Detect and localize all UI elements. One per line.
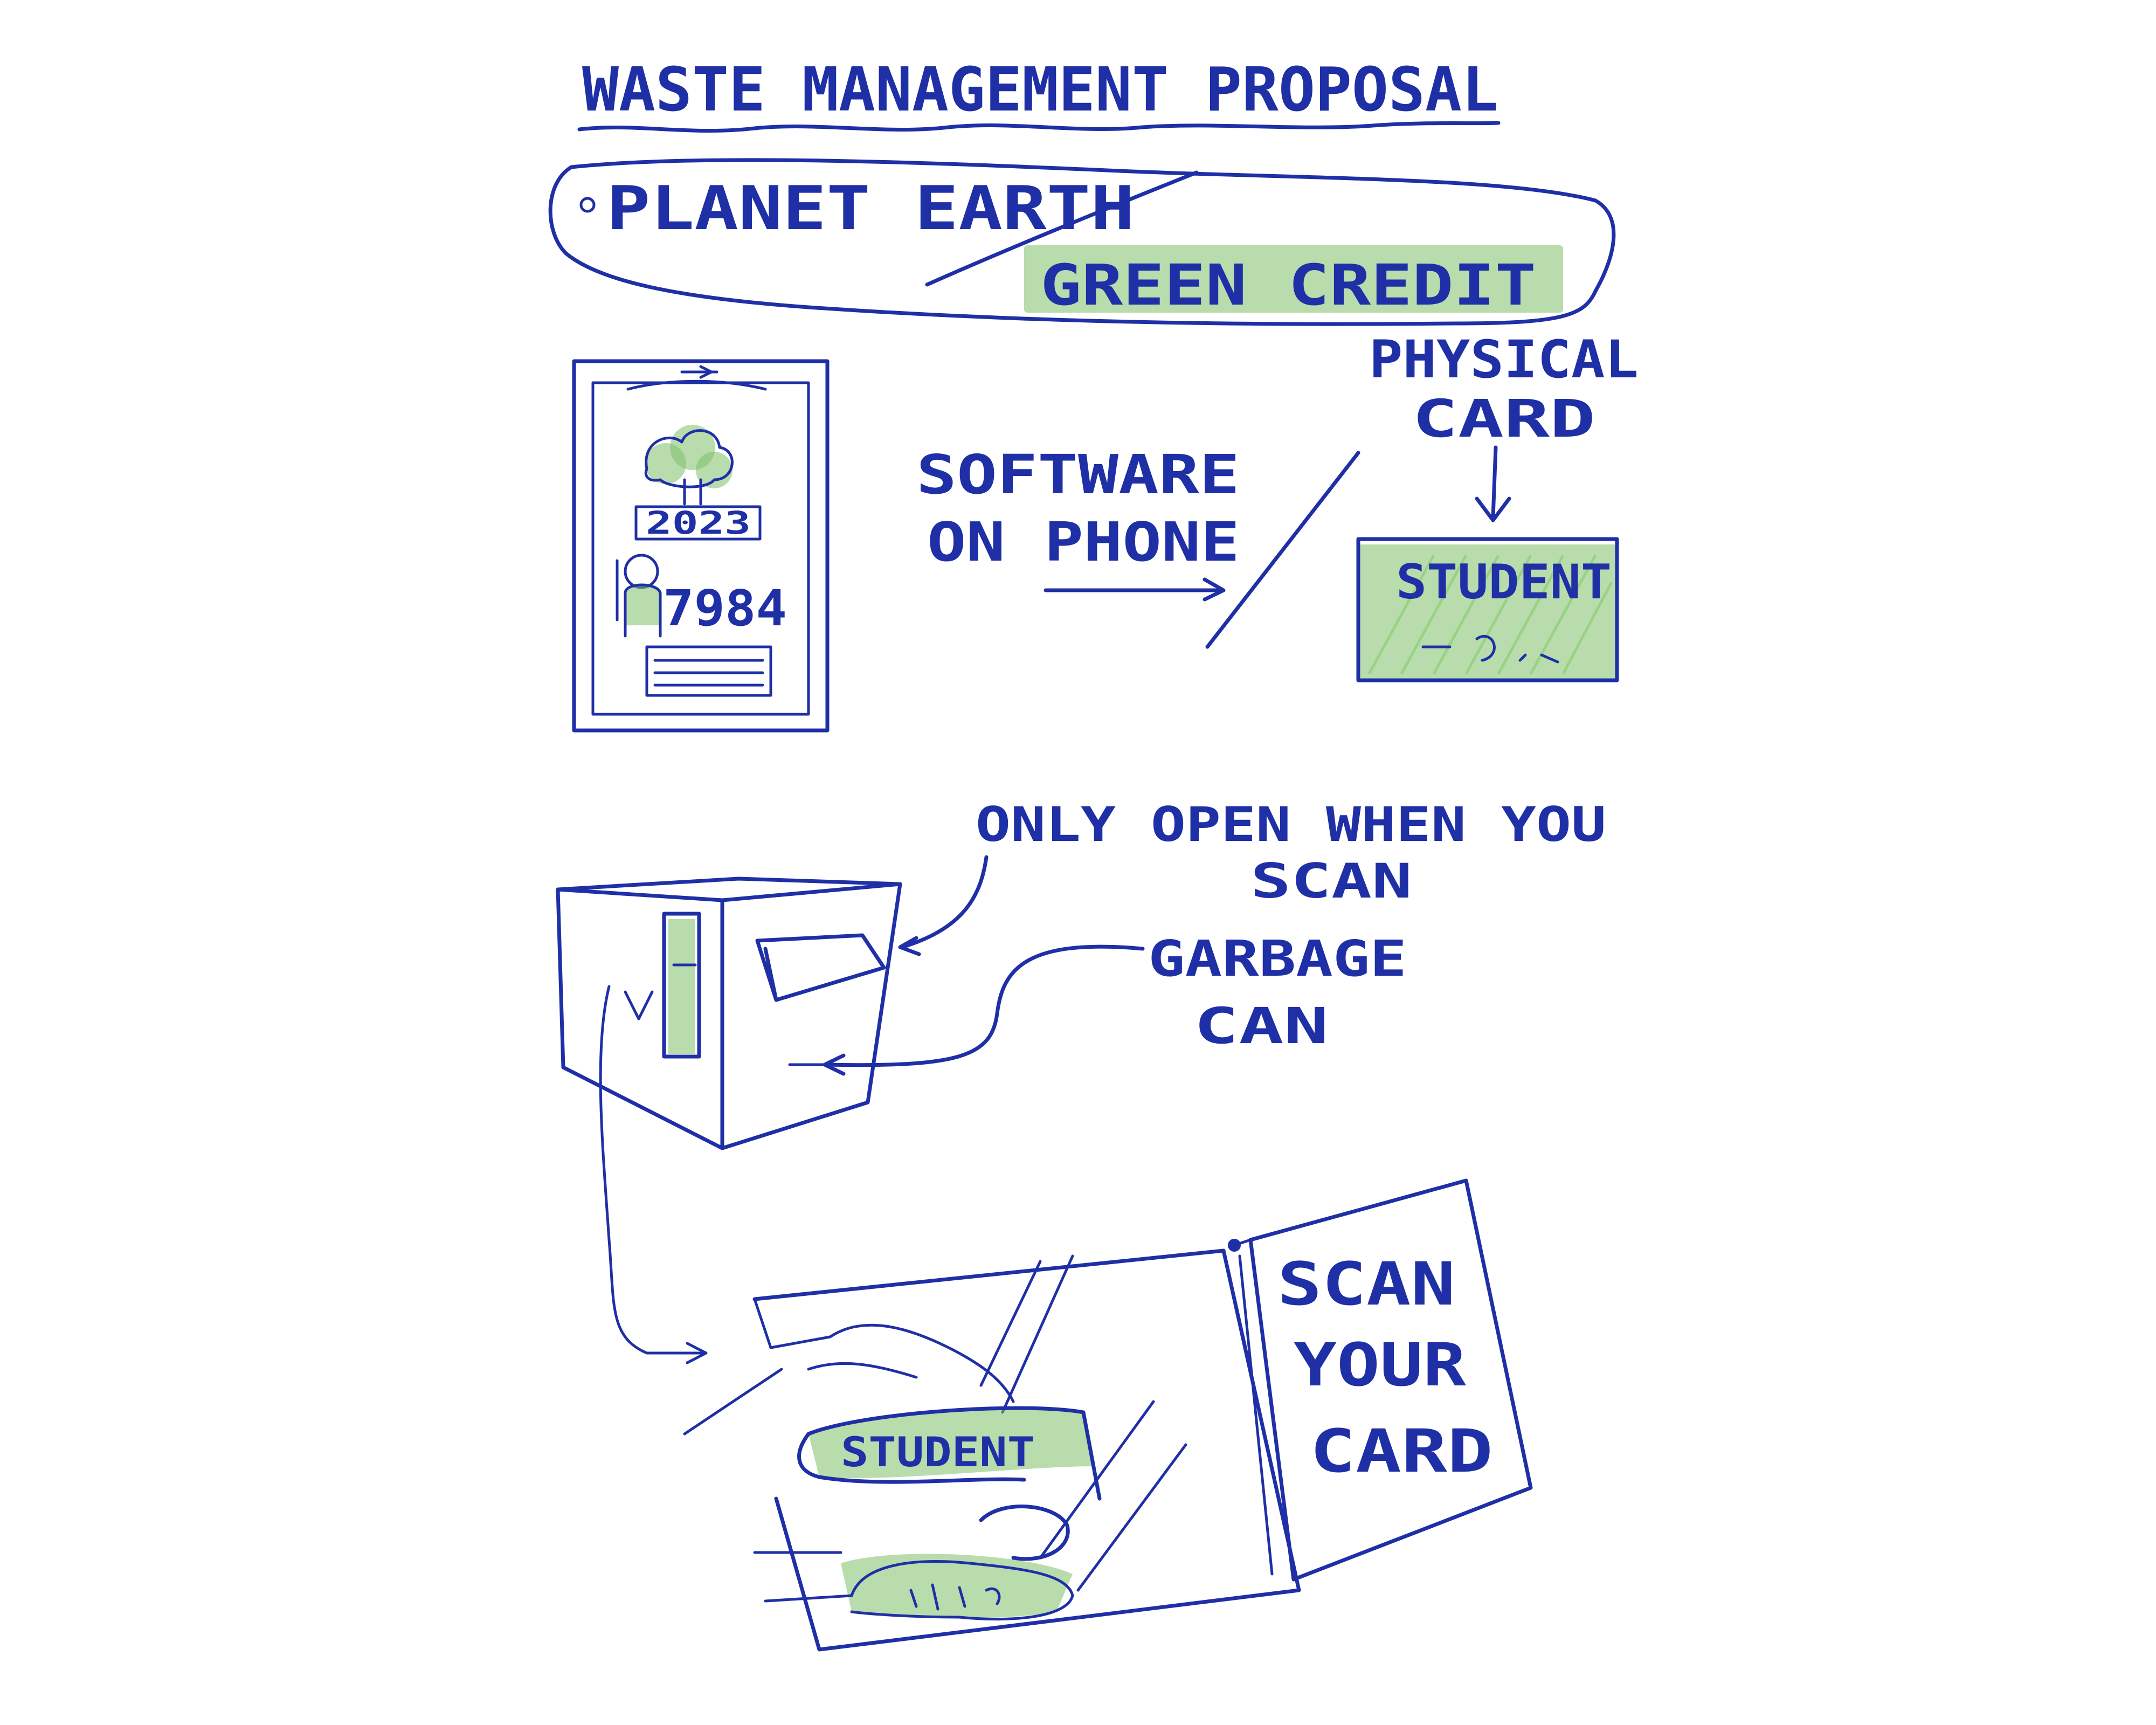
garbage-label: GARBAGE bbox=[1148, 930, 1407, 988]
down-arrow bbox=[1475, 445, 1511, 522]
scan-screen-line2: YOUR bbox=[1294, 1330, 1467, 1399]
tree-icon bbox=[644, 425, 734, 506]
green-highlight bbox=[1024, 245, 1563, 313]
can-label: CAN bbox=[1194, 997, 1329, 1055]
open-note-line1: ONLY OPEN WHEN YOU bbox=[976, 797, 1606, 852]
title-underline bbox=[577, 121, 1501, 133]
phone-list-box bbox=[645, 645, 772, 697]
scan-screen-panel: SCAN YOUR CARD bbox=[1228, 1178, 1533, 1582]
scan-screen-line3: CARD bbox=[1310, 1417, 1493, 1486]
physical-card: STUDENT bbox=[1356, 537, 1619, 682]
crossed-out-text: PLANET EARTH bbox=[606, 174, 1135, 244]
person-icon bbox=[616, 554, 662, 638]
software-label: SOFTWARE bbox=[916, 443, 1240, 506]
divider-slash bbox=[1205, 451, 1360, 649]
open-note-pointer bbox=[898, 855, 989, 956]
phone-year: 2023 bbox=[646, 505, 751, 541]
phone-sketch: 2023 7984 bbox=[572, 359, 830, 733]
phone-underline-arrow bbox=[1044, 577, 1226, 602]
card-student-label: STUDENT bbox=[1396, 554, 1612, 610]
bullet-dot bbox=[579, 197, 596, 213]
garbage-pointer bbox=[823, 944, 1145, 1076]
phone-number: 7984 bbox=[663, 579, 787, 637]
on-phone-label: ON PHONE bbox=[927, 510, 1240, 574]
scanner-card-label: STUDENT bbox=[841, 1428, 1035, 1476]
cloud-outline bbox=[548, 158, 1616, 326]
open-note-line2: SCAN bbox=[1250, 853, 1412, 909]
card-label: CARD bbox=[1412, 389, 1595, 449]
scanner-slot bbox=[755, 933, 886, 1002]
scanner-device: STUDENT bbox=[683, 1248, 1301, 1652]
strike-through bbox=[925, 170, 1199, 287]
highlight-text: GREEN CREDIT bbox=[1040, 252, 1536, 318]
physical-label: PHYSICAL bbox=[1369, 329, 1639, 390]
page-title: WASTE MANAGEMENT PROPOSAL bbox=[582, 55, 1498, 125]
year-box bbox=[634, 505, 762, 541]
hand-sketch bbox=[683, 1323, 1015, 1436]
scan-screen-line1: SCAN bbox=[1277, 1250, 1455, 1319]
can-to-scanner-connector bbox=[599, 985, 708, 1364]
garbage-can bbox=[556, 877, 902, 1150]
